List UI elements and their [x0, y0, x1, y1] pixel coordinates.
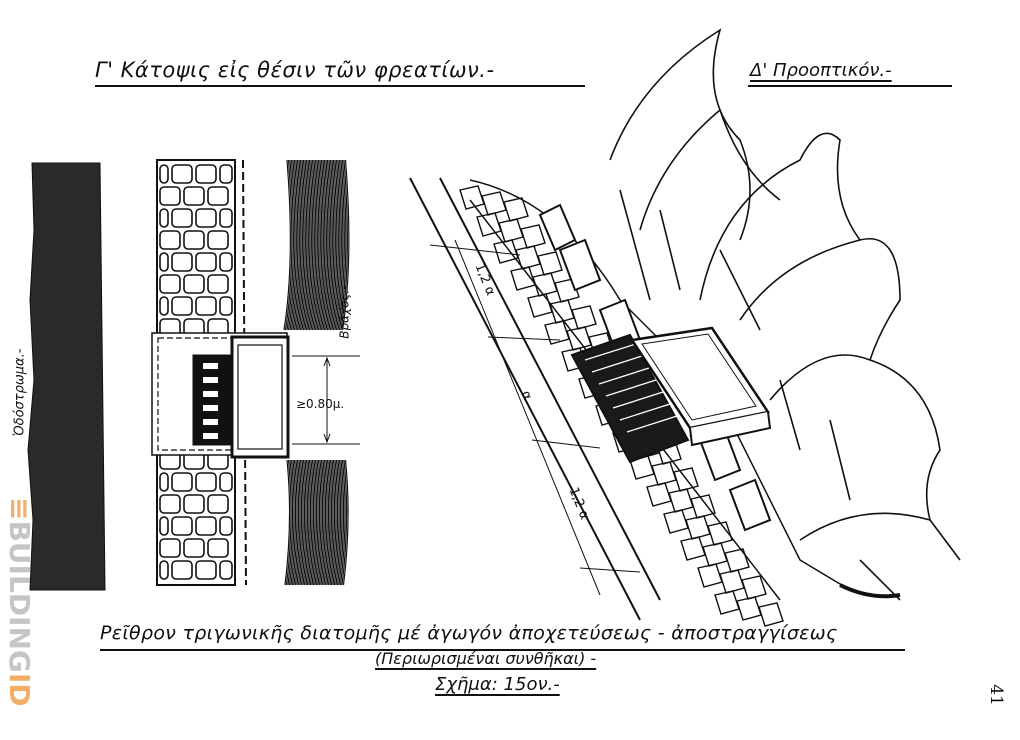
dimension-label: ≥0.80μ.: [296, 397, 345, 411]
plan-title: Γ' Κάτοψις εἰς θέσιν τῶν φρεατίων.-: [95, 58, 495, 82]
plan-view: [27, 159, 360, 591]
grate: [192, 354, 232, 446]
watermark-logo: ≡BUILDINGID: [2, 497, 36, 707]
perspective-grate: [570, 333, 690, 464]
page-number: 41: [985, 684, 1006, 706]
rock-hatching: [283, 159, 350, 586]
perspective-title: Δ' Προοπτικόν.-: [750, 60, 892, 81]
title-underlines: [95, 85, 952, 651]
cover-slab: [230, 335, 290, 459]
watermark-prefix: ≡: [3, 497, 36, 521]
mountain-sketch: [609, 28, 961, 601]
grate-bars: [203, 363, 218, 439]
perspective-view: [409, 28, 961, 627]
watermark-text: BUILDING: [3, 520, 36, 673]
figure-number: Σχῆμα: 15ον.-: [435, 674, 560, 695]
dashed-edge: [242, 159, 247, 586]
rock-label: Βράχος.-: [337, 285, 352, 339]
road-label: Ὁδόστρωμα.-: [12, 348, 28, 437]
watermark-suffix: ID: [3, 672, 36, 707]
caption-line1: Ρεῖθρον τριγωνικῆς διατομῆς μέ ἀγωγόν ἀπ…: [100, 622, 838, 644]
road-hatched-area: [27, 162, 106, 591]
caption-line2: (Περιωρισμέναι συνθῆκαι) -: [375, 649, 597, 668]
